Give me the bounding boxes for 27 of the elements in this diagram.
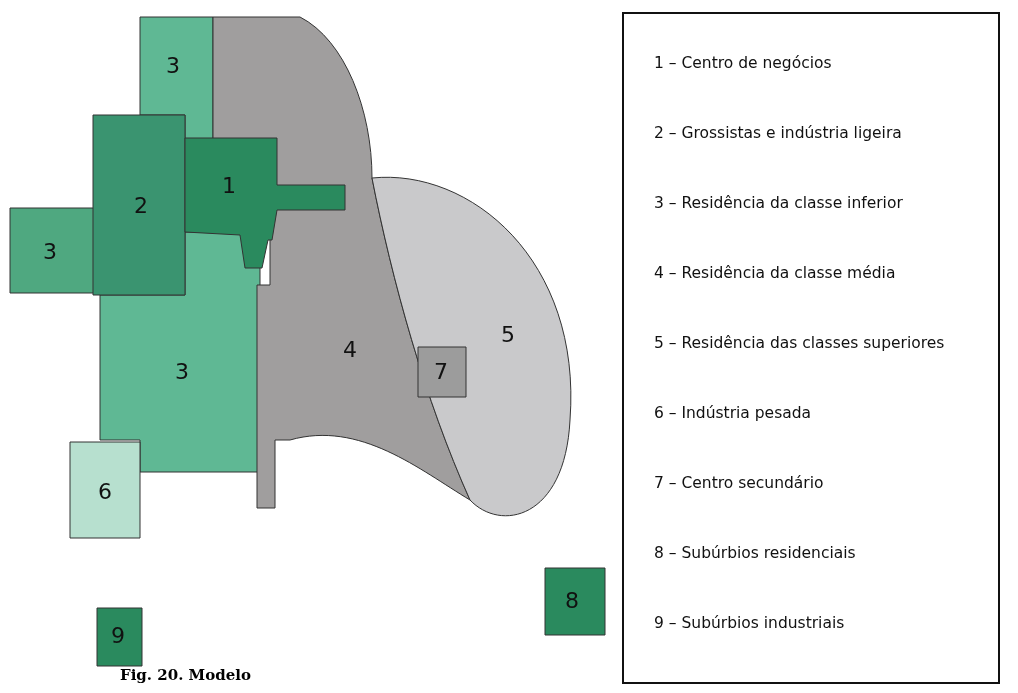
figure-caption: Fig. 20. Modelo — [120, 666, 251, 684]
zone-area — [545, 568, 606, 636]
zone-area — [185, 138, 346, 269]
zone-number: 6 — [98, 481, 112, 503]
zone-number: 7 — [434, 361, 448, 383]
legend-entry: 7 – Centro secundário — [654, 474, 824, 492]
zone-number: 9 — [111, 625, 125, 647]
zone-area — [93, 115, 186, 296]
zone-number: 8 — [565, 590, 579, 612]
zone-number: 3 — [43, 241, 57, 263]
zone-number: 4 — [343, 339, 357, 361]
zone-area — [70, 442, 141, 539]
zone-number: 3 — [166, 55, 180, 77]
legend-entry: 6 – Indústria pesada — [654, 404, 812, 422]
legend-entry: 5 – Residência das classes superiores — [654, 334, 945, 352]
legend-entry: 2 – Grossistas e indústria ligeira — [654, 124, 902, 142]
legend-entry: 1 – Centro de negócios — [654, 54, 832, 72]
zone-area — [97, 608, 143, 667]
zone-number: 5 — [501, 324, 515, 346]
zone-number: 3 — [175, 361, 189, 383]
legend-entry: 3 – Residência da classe inferior — [654, 194, 903, 212]
zone-area — [100, 232, 260, 473]
zone-number: 1 — [222, 175, 236, 197]
zone-number: 2 — [134, 195, 148, 217]
legend-entry: 4 – Residência da classe média — [654, 264, 896, 282]
legend-entry: 8 – Subúrbios residenciais — [654, 544, 856, 562]
legend-entry: 9 – Subúrbios industriais — [654, 614, 845, 632]
